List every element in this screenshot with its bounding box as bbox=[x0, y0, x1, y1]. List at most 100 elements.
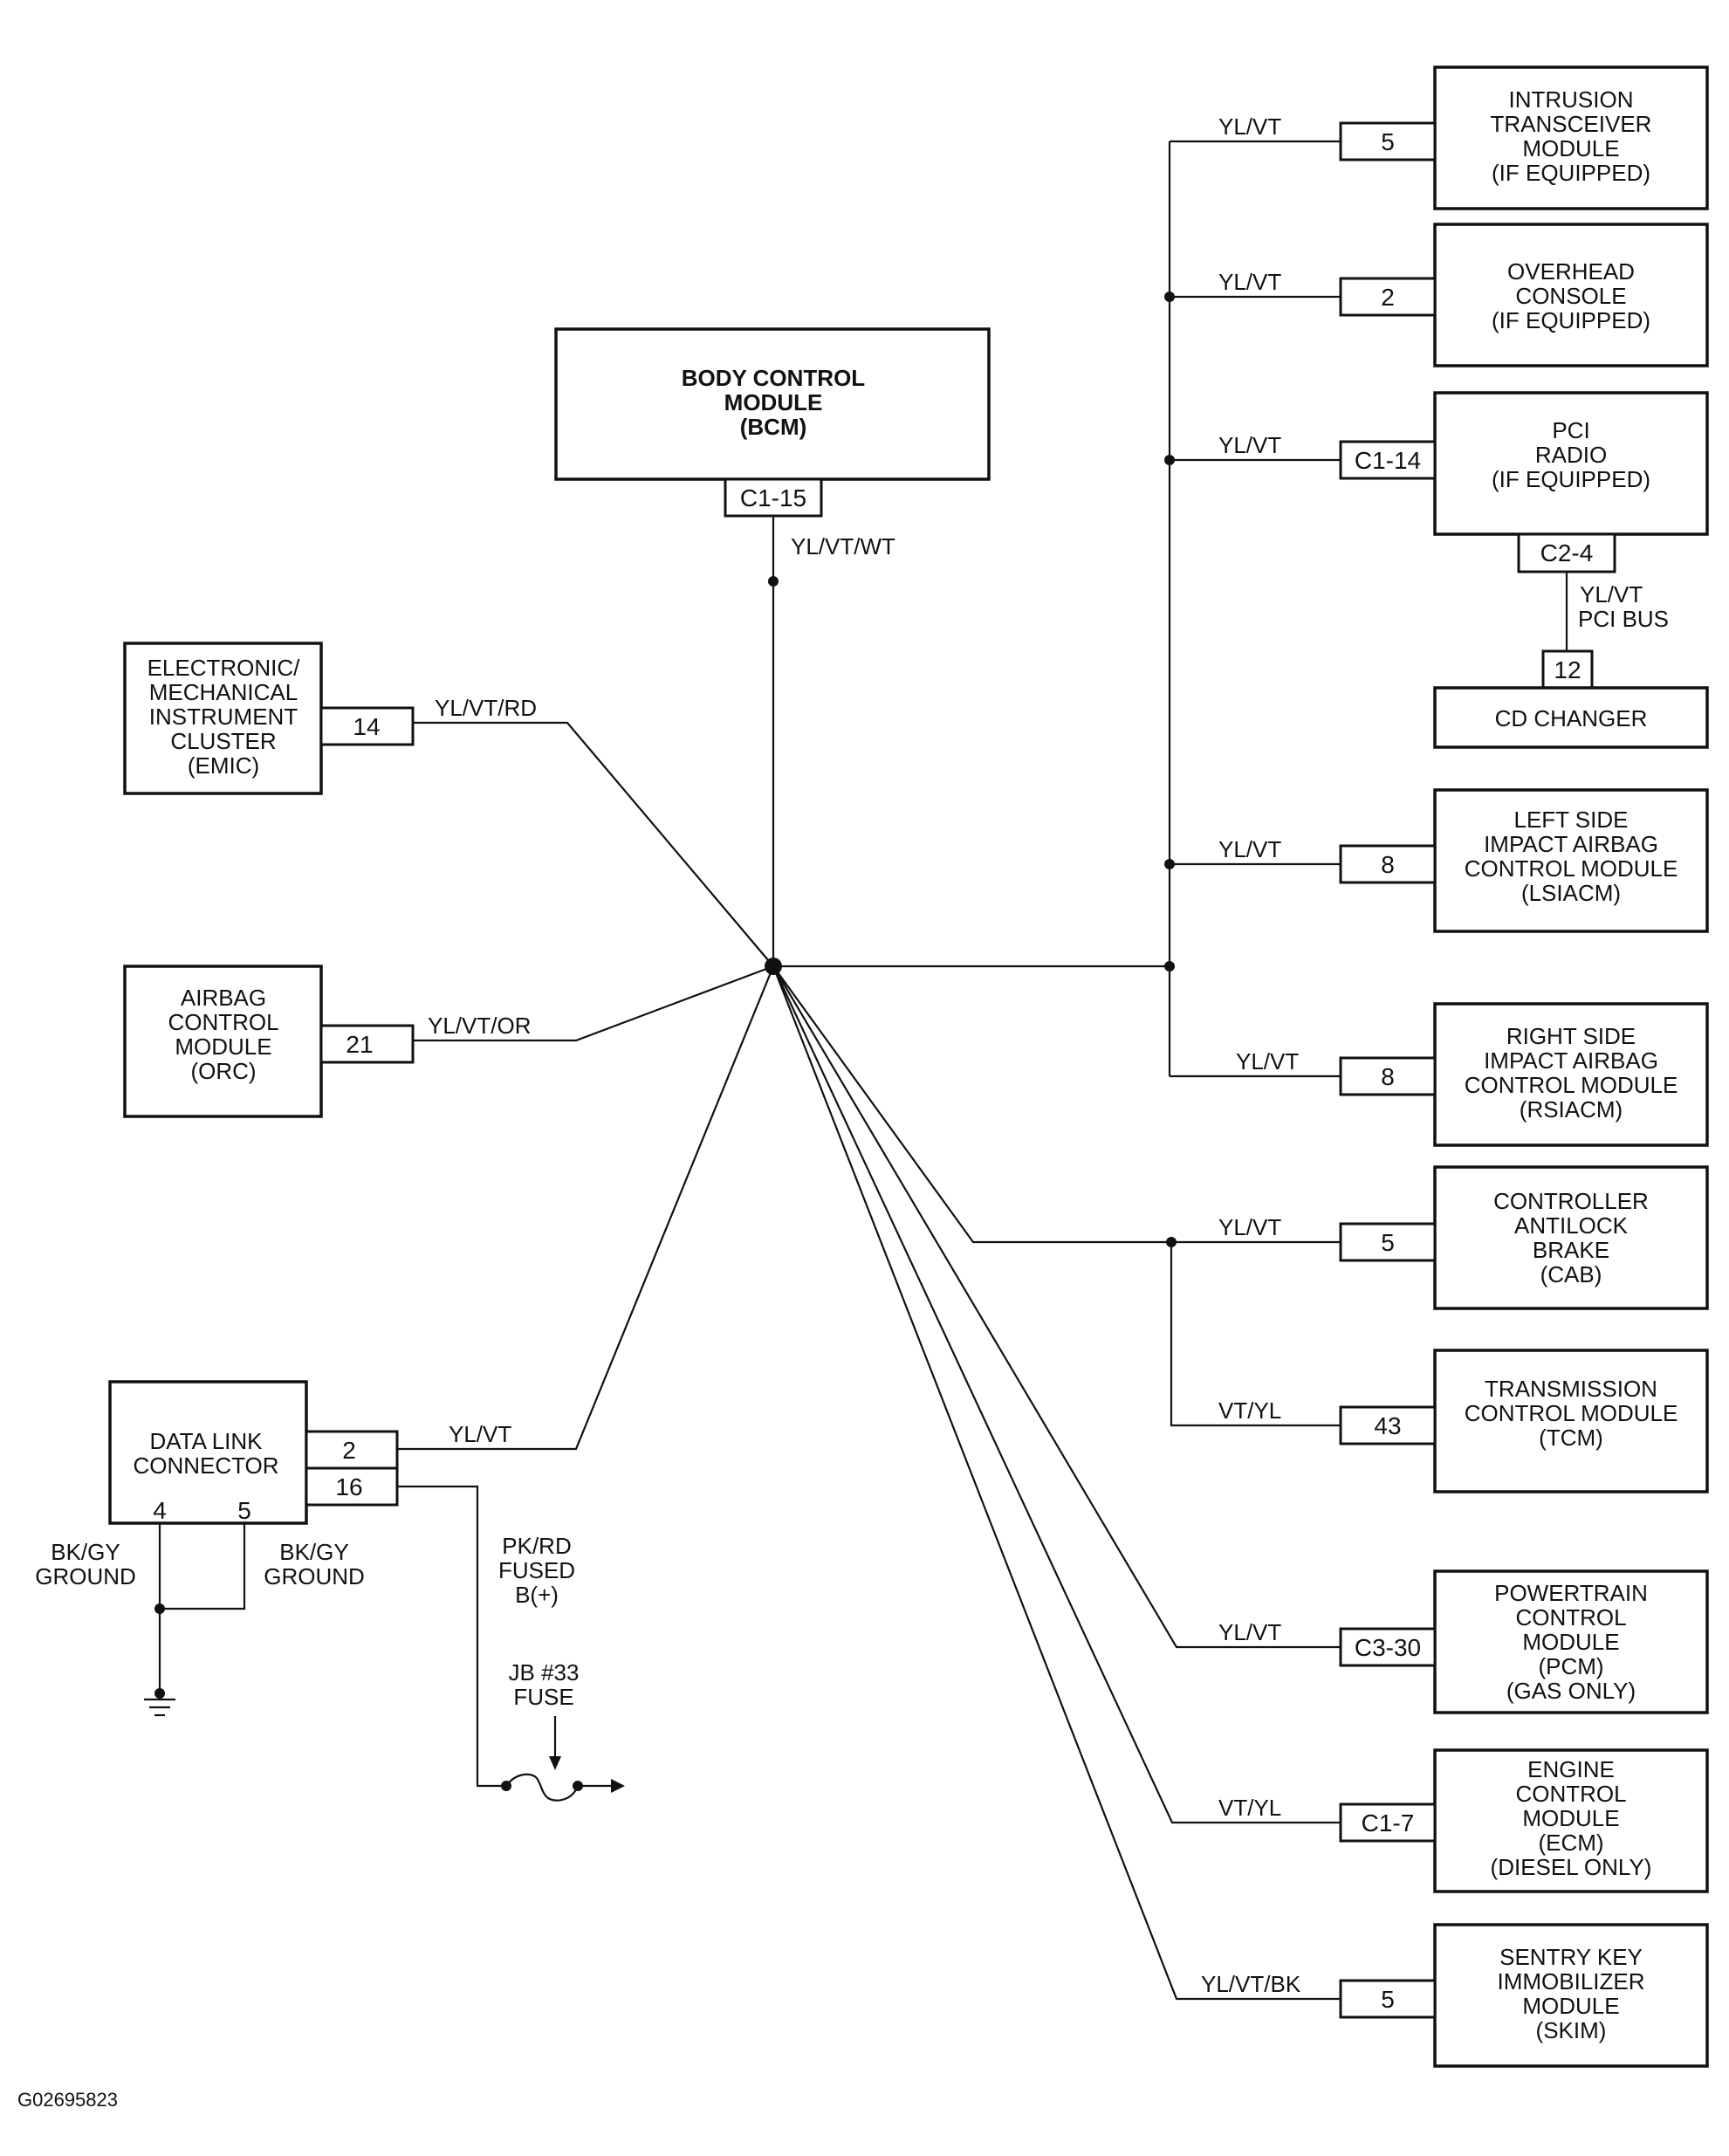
radio-module: PCI RADIO (IF EQUIPPED) C1-14 YL/VT C2-4… bbox=[1218, 391, 1709, 632]
splice-trunk bbox=[1164, 961, 1175, 972]
fuse-out-dot bbox=[573, 1781, 583, 1791]
cab-wire-label: YL/VT bbox=[1218, 1214, 1281, 1240]
skim-label-3: MODULE bbox=[1522, 1993, 1619, 2019]
lsiacm-pin-box bbox=[1339, 844, 1437, 884]
emic-label-4: CLUSTER bbox=[170, 728, 276, 754]
dlc-label-1: DATA LINK bbox=[149, 1428, 263, 1454]
ecm-pin: C1-7 bbox=[1362, 1809, 1415, 1837]
dlc-wire-label: YL/VT bbox=[449, 1421, 511, 1447]
dlc-pin-power: 16 bbox=[335, 1473, 362, 1500]
intrusion-label-2: TRANSCEIVER bbox=[1491, 111, 1652, 137]
fuse-in-dot bbox=[501, 1781, 511, 1791]
overhead-pin-box bbox=[1339, 277, 1437, 317]
ecm-pin-box bbox=[1339, 1802, 1437, 1843]
emic-module: ELECTRONIC/ MECHANICAL INSTRUMENT CLUSTE… bbox=[123, 642, 537, 795]
splice-radio bbox=[1164, 455, 1175, 465]
orc-module: AIRBAG CONTROL MODULE (ORC) 21 YL/VT/OR bbox=[123, 965, 531, 1118]
pcm-pin-box bbox=[1339, 1627, 1437, 1667]
dlc-power-wire bbox=[397, 1485, 506, 1788]
cab-wire bbox=[772, 965, 1341, 1244]
power-wire-label-3: B(+) bbox=[515, 1582, 559, 1608]
lsiacm-pin: 8 bbox=[1381, 851, 1395, 878]
pcm-wire-label: YL/VT bbox=[1218, 1619, 1281, 1645]
emic-label-1: ELECTRONIC/ bbox=[148, 655, 301, 681]
rsiacm-label-2: IMPACT AIRBAG bbox=[1484, 1047, 1658, 1074]
tcm-wire bbox=[1170, 1242, 1341, 1427]
pcm-pin: C3-30 bbox=[1355, 1634, 1421, 1661]
ecm-label-4: (ECM) bbox=[1538, 1830, 1603, 1856]
orc-label-1: AIRBAG bbox=[181, 985, 266, 1011]
radio-aux-pin: C2-4 bbox=[1540, 539, 1594, 566]
ecm-label-5: (DIESEL ONLY) bbox=[1491, 1854, 1652, 1880]
dlc-label-2: CONNECTOR bbox=[133, 1452, 278, 1479]
power-wire-label-2: FUSED bbox=[498, 1557, 575, 1583]
cab-pin: 5 bbox=[1381, 1229, 1395, 1256]
skim-pin: 5 bbox=[1381, 1986, 1395, 2013]
figure-id: G02695823 bbox=[17, 2089, 118, 2111]
ecm-label-3: MODULE bbox=[1522, 1805, 1619, 1831]
intrusion-pin: 5 bbox=[1381, 128, 1395, 155]
fuse-pointer-icon bbox=[549, 1756, 561, 1770]
orc-pin-box bbox=[319, 1024, 415, 1064]
bcm-label-2: MODULE bbox=[724, 389, 823, 415]
cab-label-2: ANTILOCK bbox=[1514, 1212, 1629, 1239]
skim-wire-label: YL/VT/BK bbox=[1201, 1971, 1301, 1997]
lsiacm-module: LEFT SIDE IMPACT AIRBAG CONTROL MODULE (… bbox=[1218, 788, 1709, 933]
orc-pin: 21 bbox=[346, 1031, 373, 1058]
ground2-label: GROUND bbox=[264, 1563, 365, 1590]
radio-pin: C1-14 bbox=[1355, 447, 1421, 474]
bcm-label-1: BODY CONTROL bbox=[682, 365, 866, 391]
cd-changer-module: 12 CD CHANGER bbox=[1433, 649, 1709, 749]
dlc-bus-wire bbox=[397, 965, 775, 1451]
emic-label-2: MECHANICAL bbox=[149, 679, 298, 705]
pcm-wire bbox=[772, 965, 1341, 1649]
emic-label-5: (EMIC) bbox=[188, 752, 259, 779]
ground1-wire-label: BK/GY bbox=[51, 1539, 120, 1565]
rsiacm-wire-label: YL/VT bbox=[1236, 1048, 1299, 1075]
dlc-module: DATA LINK CONNECTOR 2 16 YL/VT 4 5 BK/GY… bbox=[35, 1380, 580, 1710]
pcm-label-3: MODULE bbox=[1522, 1629, 1619, 1655]
fuse-label-1: JB #33 bbox=[509, 1659, 580, 1686]
pcm-label-1: POWERTRAIN bbox=[1494, 1580, 1648, 1606]
splices bbox=[154, 292, 1177, 1791]
dlc-pin-ground-2: 5 bbox=[237, 1497, 251, 1524]
pcm-label-4: (PCM) bbox=[1538, 1653, 1603, 1679]
overhead-console-module: OVERHEAD CONSOLE (IF EQUIPPED) 2 YL/VT bbox=[1218, 223, 1709, 367]
emic-wire bbox=[413, 721, 774, 967]
skim-pin-box bbox=[1339, 1979, 1437, 2019]
lsiacm-label-1: LEFT SIDE bbox=[1513, 807, 1628, 833]
bcm-pin-box bbox=[724, 477, 823, 518]
pcm-module: POWERTRAIN CONTROL MODULE (PCM) (GAS ONL… bbox=[1218, 1569, 1709, 1714]
skim-label-1: SENTRY KEY bbox=[1499, 1944, 1643, 1970]
radio-label-1: PCI bbox=[1552, 417, 1589, 443]
rsiacm-pin-box bbox=[1339, 1056, 1437, 1096]
cab-module: CONTROLLER ANTILOCK BRAKE (CAB) 5 YL/VT bbox=[1218, 1165, 1709, 1310]
ecm-label-1: ENGINE bbox=[1527, 1756, 1615, 1782]
overhead-label-2: CONSOLE bbox=[1515, 283, 1626, 309]
orc-label-2: CONTROL bbox=[168, 1009, 278, 1035]
cd-changer-label: CD CHANGER bbox=[1495, 705, 1648, 731]
rsiacm-label-4: (RSIACM) bbox=[1520, 1096, 1623, 1123]
tcm-label-3: (TCM) bbox=[1539, 1425, 1603, 1451]
emic-label-3: INSTRUMENT bbox=[149, 704, 298, 730]
cab-label-4: (CAB) bbox=[1540, 1261, 1602, 1287]
ecm-wire-label: VT/YL bbox=[1218, 1795, 1281, 1821]
bcm-label-3: (BCM) bbox=[740, 414, 807, 440]
cd-changer-pin: 12 bbox=[1554, 656, 1581, 683]
fuse-symbol bbox=[505, 1716, 625, 1802]
bcm-splice bbox=[768, 576, 779, 587]
tcm-pin: 43 bbox=[1374, 1412, 1401, 1439]
overhead-pin: 2 bbox=[1381, 284, 1395, 311]
orc-label-3: MODULE bbox=[175, 1033, 271, 1060]
intrusion-label-1: INTRUSION bbox=[1509, 86, 1634, 113]
bcm-wire-label: YL/VT/WT bbox=[791, 533, 895, 560]
radio-aux-wire-label-1: YL/VT bbox=[1580, 581, 1643, 608]
cab-label-3: BRAKE bbox=[1533, 1237, 1609, 1263]
lsiacm-label-3: CONTROL MODULE bbox=[1465, 855, 1678, 882]
bcm-module: BODY CONTROL MODULE (BCM) C1-15 YL/VT/WT bbox=[554, 327, 991, 560]
dlc-pin-bus: 2 bbox=[342, 1437, 356, 1464]
dlc-pin-power-box bbox=[305, 1466, 399, 1507]
splice-lsiacm bbox=[1164, 859, 1175, 869]
overhead-label-1: OVERHEAD bbox=[1507, 258, 1635, 285]
